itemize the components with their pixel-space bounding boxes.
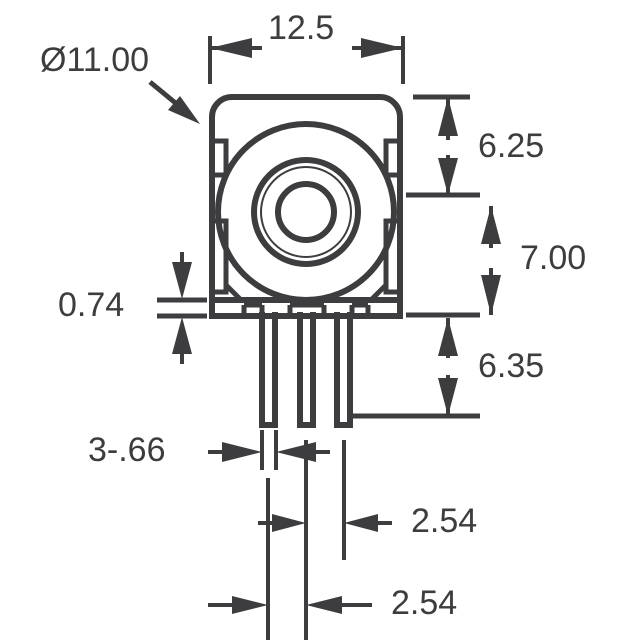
arrowhead-6-25-top bbox=[438, 97, 458, 136]
bushing-outer-circle bbox=[215, 121, 397, 303]
arrowhead-pitch23-left bbox=[272, 514, 306, 532]
label-height-middle: 7.00 bbox=[520, 239, 586, 277]
label-pin-pitch-1-2: 2.54 bbox=[391, 584, 457, 622]
arrowhead-6-35-top bbox=[438, 318, 458, 356]
arrowhead-7-00-bottom bbox=[481, 275, 501, 315]
dimension-height-upper bbox=[406, 94, 480, 198]
dimension-diameter-callout bbox=[148, 80, 200, 124]
dimension-pin-pitch-1-2 bbox=[208, 596, 372, 614]
dimension-labels: Ø11.00 12.5 6.25 7.00 6.35 0.74 3-.66 2.… bbox=[40, 9, 586, 622]
pin-2 bbox=[297, 312, 316, 428]
base-flange bbox=[209, 300, 403, 319]
label-height-upper: 6.25 bbox=[478, 127, 544, 165]
arrowhead-pin-width-right bbox=[276, 442, 316, 462]
arrowhead-pitch23-right bbox=[344, 514, 378, 532]
arrowhead-pin-width-left bbox=[222, 442, 262, 462]
dimension-height-middle bbox=[406, 206, 501, 318]
label-pin-pitch-2-3: 2.54 bbox=[411, 502, 477, 540]
mount-tab-right-upper bbox=[383, 138, 400, 178]
arrowhead-diameter-leader bbox=[168, 96, 200, 124]
arrowhead-7-00-top bbox=[481, 206, 501, 244]
arrowhead-pitch12-right bbox=[306, 596, 342, 614]
label-diameter-callout: Ø11.00 bbox=[40, 41, 149, 79]
dimension-width-overall bbox=[208, 36, 405, 84]
arrowhead-0-74-top bbox=[172, 262, 192, 299]
arrowhead-pitch12-left bbox=[232, 596, 268, 614]
arrowhead-0-74-bottom bbox=[172, 317, 192, 354]
body-outline bbox=[209, 94, 403, 303]
dimension-flange-thickness bbox=[157, 252, 207, 364]
label-width-overall: 12.5 bbox=[268, 9, 334, 47]
dimension-pin-pitch-2-3 bbox=[258, 440, 392, 640]
dimension-pin-width bbox=[208, 430, 330, 470]
component-body bbox=[209, 94, 403, 319]
pin-3 bbox=[334, 312, 353, 428]
arrowhead-12-5-right bbox=[361, 38, 403, 58]
label-height-lower: 6.35 bbox=[478, 347, 544, 385]
base-chamfer-left bbox=[224, 283, 242, 301]
arrowhead-12-5-left bbox=[210, 38, 252, 58]
mount-tab-left-upper bbox=[212, 138, 229, 178]
label-flange-thickness: 0.74 bbox=[58, 286, 124, 324]
bushing-inner-ring bbox=[260, 166, 352, 258]
base-chamfer-right bbox=[370, 283, 388, 301]
arrowhead-6-25-bottom bbox=[438, 158, 458, 195]
pin-group bbox=[259, 312, 353, 428]
shaft-hole-circle bbox=[275, 181, 337, 243]
pin-1 bbox=[259, 312, 278, 428]
label-pin-width: 3-.66 bbox=[88, 431, 166, 469]
arrowhead-6-35-bottom bbox=[438, 378, 458, 416]
dimension-height-lower bbox=[352, 318, 480, 419]
bushing-mid-circle bbox=[251, 157, 361, 267]
